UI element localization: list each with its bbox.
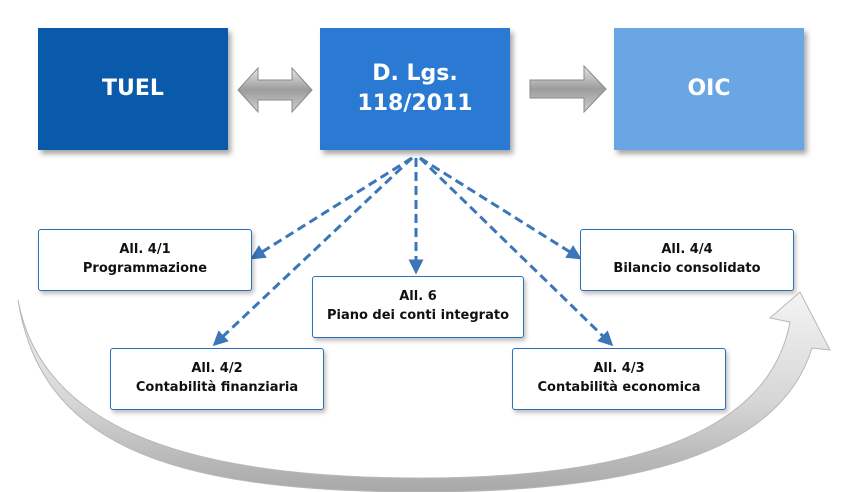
dashed-arrow-to-4-4 xyxy=(419,156,582,260)
annex-4-4-box: All. 4/4 Bilancio consolidato xyxy=(580,229,794,291)
annex-6-title: All. 6 xyxy=(399,289,437,305)
annex-4-1-subtitle: Programmazione xyxy=(82,261,208,276)
dlgs-label-line2: 118/2011 xyxy=(357,91,473,116)
annex-4-4-title: All. 4/4 xyxy=(661,242,713,258)
annex-4-3-box: All. 4/3 Contabilità economica xyxy=(512,348,726,410)
dashed-arrow-to-4-1 xyxy=(250,156,413,260)
dashed-arrow-to-4-3 xyxy=(418,156,614,347)
tuel-box: TUEL xyxy=(38,28,228,150)
annex-4-1-box: All. 4/1 Programmazione xyxy=(38,229,252,291)
dashed-arrow-to-4-2 xyxy=(212,156,414,347)
annex-4-3-title: All. 4/3 xyxy=(593,361,645,377)
tuel-label: TUEL xyxy=(102,76,164,102)
oic-label: OIC xyxy=(687,76,731,102)
oic-box: OIC xyxy=(614,28,804,150)
annex-4-2-title: All. 4/2 xyxy=(191,361,243,377)
annex-4-3-subtitle: Contabilità economica xyxy=(537,380,701,395)
annex-6-subtitle: Piano dei conti integrato xyxy=(326,308,510,323)
dlgs-label-line1: D. Lgs. xyxy=(372,61,458,87)
annex-4-2-box: All. 4/2 Contabilità finanziaria xyxy=(110,348,324,410)
annex-4-2-subtitle: Contabilità finanziaria xyxy=(135,380,299,395)
annex-6-box: All. 6 Piano dei conti integrato xyxy=(312,276,524,338)
annex-4-4-subtitle: Bilancio consolidato xyxy=(613,261,761,276)
dlgs-box: D. Lgs. 118/2011 xyxy=(320,28,510,150)
double-arrow-tuel-dlgs xyxy=(237,66,313,114)
cycle-curved-arrow xyxy=(17,291,831,492)
annex-4-1-title: All. 4/1 xyxy=(119,242,171,258)
arrow-dlgs-oic xyxy=(529,64,607,114)
